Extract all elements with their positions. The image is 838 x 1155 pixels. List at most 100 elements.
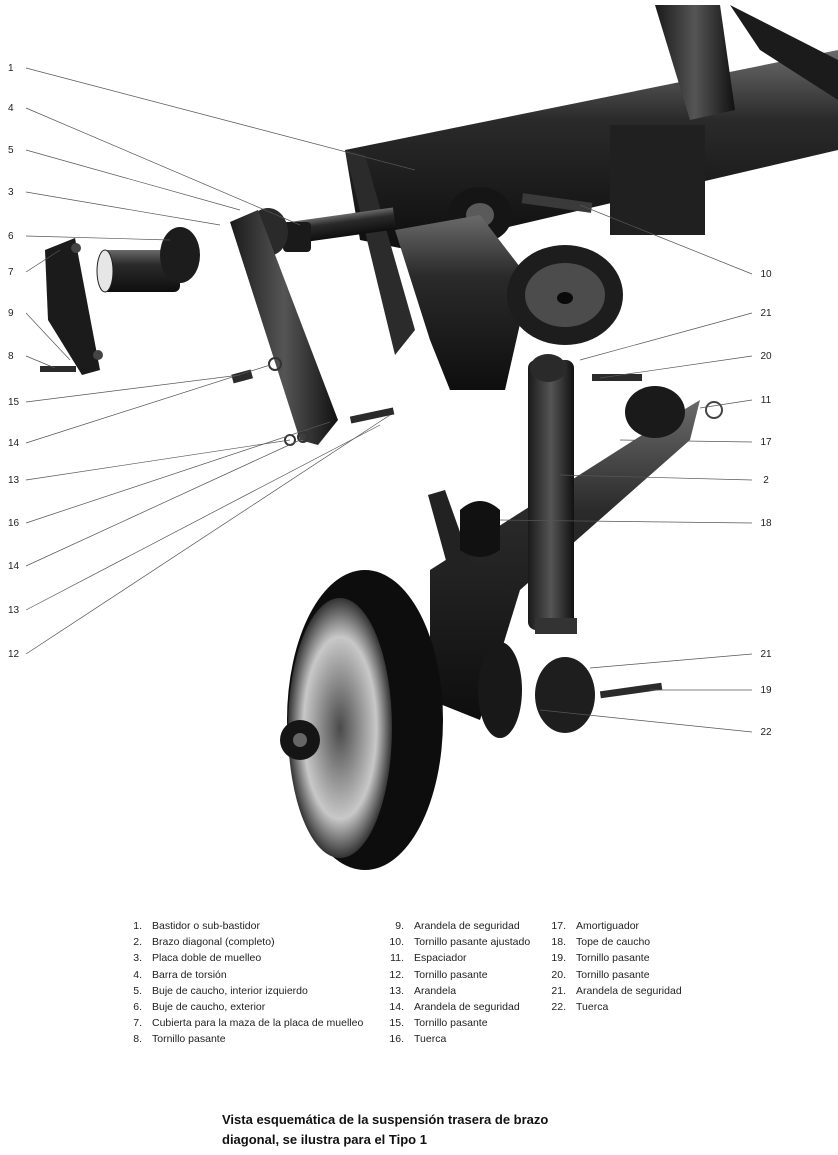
- legend-item: 17.Amortiguador: [544, 918, 682, 934]
- callout-number: 20: [760, 351, 772, 362]
- legend-item-number: 5.: [133, 984, 142, 997]
- legend-item-number: 3.: [133, 952, 142, 965]
- leader-line: [25, 414, 391, 655]
- legend-item-number: 4.: [133, 968, 142, 981]
- legend-column-2: 9. Arandela de seguridad 10. Tornillo pasan…: [382, 918, 530, 1048]
- legend-item-text: Buje de caucho, interior izquierdo: [152, 984, 308, 997]
- callout-number: 4: [8, 103, 14, 114]
- leader-line: [25, 107, 301, 226]
- legend-item-number: 16.: [389, 1033, 404, 1046]
- callout-number: 6: [8, 231, 14, 242]
- callout-number: 1: [8, 63, 14, 74]
- legend-item: 4. Barra de torsión: [120, 967, 363, 983]
- legend-item-text: Tornillo pasante ajustado: [414, 936, 531, 949]
- legend-item-number: 6.: [133, 1000, 142, 1013]
- callout-number: 14: [8, 438, 20, 449]
- legend-item-text: Bastidor o sub-bastidor: [152, 920, 260, 932]
- legend-item-number: 9.: [395, 920, 404, 932]
- legend-item: 12.Tornillo pasante: [382, 967, 530, 983]
- hub-cover: [45, 238, 103, 375]
- legend-item: 13.Arandela: [382, 983, 530, 999]
- legend-item: 7. Cubierta para la maza de la placa de m…: [120, 1015, 363, 1031]
- leader-line: [579, 204, 753, 275]
- callout-number: 7: [8, 267, 14, 278]
- legend-item-number: 1.: [133, 920, 142, 932]
- legend-column-1: 1. Bastidor o sub-bastidor 2.Brazo diagona…: [120, 918, 363, 1048]
- legend-item-text: Barra de torsión: [152, 968, 227, 981]
- legend-item-text: Arandela de seguridad: [576, 984, 682, 997]
- leader-line: [25, 374, 241, 403]
- legend-item-text: Arandela: [414, 984, 457, 997]
- legend-item-text: Arandela de seguridad: [414, 920, 520, 932]
- leader-line: [25, 421, 331, 524]
- legend-item-text: Tornillo pasante: [576, 952, 650, 965]
- legend-item-text: Tornillo pasante: [152, 1033, 226, 1046]
- legend-item-number: 17.: [551, 920, 566, 932]
- legend-item-text: Espaciador: [414, 952, 467, 965]
- legend-item-text: Brazo diagonal (completo): [152, 936, 275, 949]
- legend-item-text: Placa doble de muelleo: [152, 952, 262, 965]
- spring-plate: [230, 210, 338, 445]
- frame-subframe: [345, 5, 838, 390]
- diagonal-arm: [428, 386, 700, 720]
- brake-drum: [280, 570, 595, 870]
- legend-item: 19. Tornillo pasante: [544, 950, 682, 966]
- legend-item-text: Cubierta para la maza de la placa de mue…: [152, 1017, 364, 1030]
- leader-line: [619, 439, 753, 443]
- legend-item-number: 14.: [389, 1000, 404, 1013]
- callout-number: 9: [8, 308, 14, 319]
- legend-item-text: Tornillo pasante: [576, 968, 650, 981]
- leader-line: [599, 355, 753, 379]
- legend-item-number: 11.: [390, 952, 404, 965]
- leader-line: [25, 149, 241, 211]
- legend-item: 20. Tornillo pasante: [544, 967, 682, 983]
- legend-item: 15. Tornillo pasante: [382, 1015, 530, 1031]
- leader-line: [25, 355, 56, 369]
- callout-number: 12: [8, 649, 20, 660]
- legend-item-number: 18.: [551, 936, 566, 949]
- legend-item: 3. Placa doble de muelleo: [120, 950, 363, 966]
- callout-number: 18: [760, 518, 772, 529]
- legend-item-number: 19.: [551, 952, 566, 965]
- callout-number: 17: [760, 437, 772, 448]
- legend-item: 8. Tornillo pasante: [120, 1031, 363, 1047]
- leader-line: [559, 474, 753, 481]
- torsion-bar: [283, 207, 396, 252]
- callout-number: 16: [8, 518, 20, 529]
- legend-item-text: Buje de caucho, exterior: [152, 1000, 266, 1013]
- leader-line: [539, 709, 753, 733]
- leader-line: [699, 399, 753, 409]
- legend-item-text: Tuerca: [576, 1000, 609, 1013]
- bolts-washers: [40, 193, 723, 699]
- callout-number: 11: [761, 395, 772, 406]
- legend-item: 2.Brazo diagonal (completo): [120, 934, 363, 950]
- legend-item-number: 8.: [133, 1033, 142, 1046]
- legend-item-number: 21.: [551, 984, 566, 997]
- callout-number: 8: [8, 351, 14, 362]
- callout-number: 21: [760, 649, 772, 660]
- leader-line: [25, 191, 221, 226]
- legend-item-number: 10.: [389, 936, 404, 949]
- leader-line: [25, 249, 61, 273]
- legend-item-number: 7.: [133, 1017, 142, 1030]
- caption-line-1: Vista esquemática de la suspensión trase…: [222, 1112, 549, 1127]
- legend-item-number: 15.: [389, 1017, 404, 1030]
- legend-item: 16.Tuerca: [382, 1031, 530, 1047]
- callout-number: 13: [8, 605, 20, 616]
- leader-line: [579, 312, 753, 361]
- legend-item: 11. Espaciador: [382, 950, 530, 966]
- legend-item: 6. Buje de caucho, exterior: [120, 999, 363, 1015]
- legend-item-text: Tope de caucho: [576, 936, 651, 949]
- figure-caption: Vista esquemática de la suspensión trase…: [222, 1110, 662, 1150]
- legend-column-3: 17.Amortiguador 18. Tope de caucho 19. Torni…: [544, 918, 682, 1015]
- legend-item-number: 22.: [551, 1000, 566, 1013]
- legend-item-number: 20.: [551, 968, 566, 981]
- legend-item: 10. Tornillo pasante ajustado: [382, 934, 530, 950]
- leader-line: [25, 364, 271, 444]
- leader-line: [499, 519, 753, 524]
- legend-item-text: Tornillo pasante: [414, 1017, 488, 1030]
- caption-line-2: diagonal, se ilustra para el Tipo 1: [222, 1132, 427, 1147]
- callout-number: 21: [760, 308, 772, 319]
